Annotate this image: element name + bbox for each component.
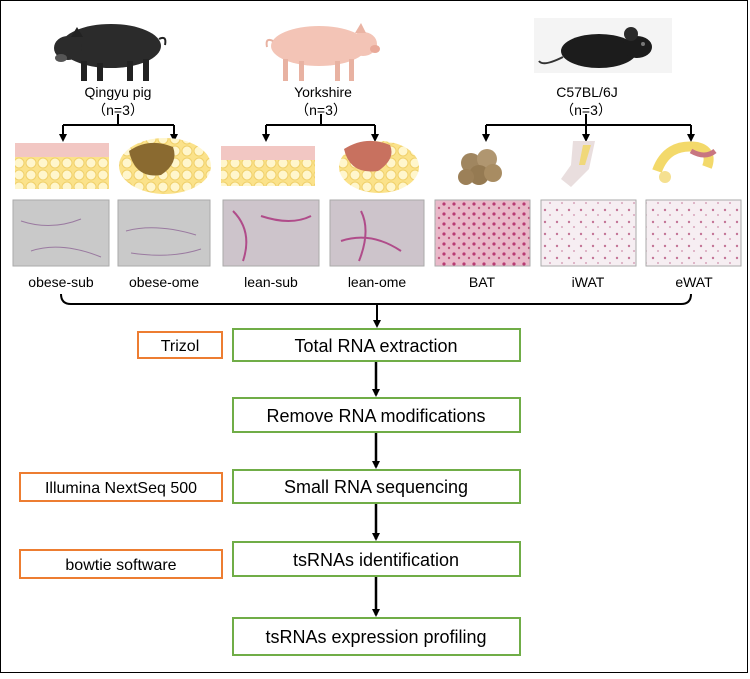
histology-lean-sub <box>222 199 320 267</box>
tissue-label-bat: BAT <box>469 274 496 290</box>
step-box-1 <box>232 328 521 362</box>
bracket-yorkshire <box>262 114 379 142</box>
step-text-3: Small RNA sequencing <box>284 477 468 497</box>
histology-obese-ome <box>117 199 211 267</box>
mouse-photo <box>534 18 672 73</box>
omental-fat-liver-illustration-lean <box>339 140 419 193</box>
histology-bat <box>434 199 531 267</box>
species-n-mouse: （n=3） <box>560 102 612 118</box>
species-n-qingyu: （n=3） <box>92 102 144 118</box>
step-box-4 <box>232 541 521 577</box>
side-text-bowtie: bowtie software <box>65 557 176 574</box>
bracket-qingyu <box>59 114 178 142</box>
omental-fat-liver-illustration <box>119 138 211 194</box>
side-box-bowtie <box>19 549 223 579</box>
histology-lean-ome <box>329 199 425 267</box>
species-n-yorkshire: （n=3） <box>295 102 347 118</box>
step-text-5: tsRNAs expression profiling <box>265 627 486 647</box>
tissue-label-lean-ome: lean-ome <box>348 274 407 290</box>
epididymal-fat-illustration <box>652 141 717 183</box>
tissue-label-lean-sub: lean-sub <box>244 274 298 290</box>
tissue-label-obese-sub: obese-sub <box>28 274 94 290</box>
step-box-3 <box>232 469 521 504</box>
histology-obese-sub <box>12 199 110 267</box>
tissue-label-ewat: eWAT <box>675 274 713 290</box>
side-text-trizol: Trizol <box>161 338 200 355</box>
tissue-label-obese-ome: obese-ome <box>129 274 199 290</box>
step-box-2 <box>232 397 521 433</box>
black-pig-photo <box>54 24 167 81</box>
histology-iwat <box>540 199 637 267</box>
species-name-yorkshire: Yorkshire <box>294 84 352 100</box>
pink-pig-photo <box>265 23 380 81</box>
species-name-mouse: C57BL/6J <box>556 84 617 100</box>
side-text-illumina: Illumina NextSeq 500 <box>45 480 197 497</box>
step-text-4: tsRNAs identification <box>293 550 459 570</box>
inguinal-fat-illustration <box>561 141 595 187</box>
side-box-trizol <box>137 331 223 359</box>
merge-bracket <box>60 293 692 328</box>
species-name-qingyu: Qingyu pig <box>85 84 152 100</box>
side-box-illumina <box>19 472 223 502</box>
brown-fat-illustration <box>458 149 502 185</box>
histology-ewat <box>645 199 742 267</box>
step-text-2: Remove RNA modifications <box>266 406 485 426</box>
step-box-5 <box>232 617 521 656</box>
subcutaneous-fat-illustration <box>15 143 109 189</box>
subcutaneous-fat-illustration-lean <box>221 146 315 186</box>
tissue-label-iwat: iWAT <box>572 274 605 290</box>
bracket-mouse <box>482 114 695 142</box>
step-text-1: Total RNA extraction <box>294 336 457 356</box>
